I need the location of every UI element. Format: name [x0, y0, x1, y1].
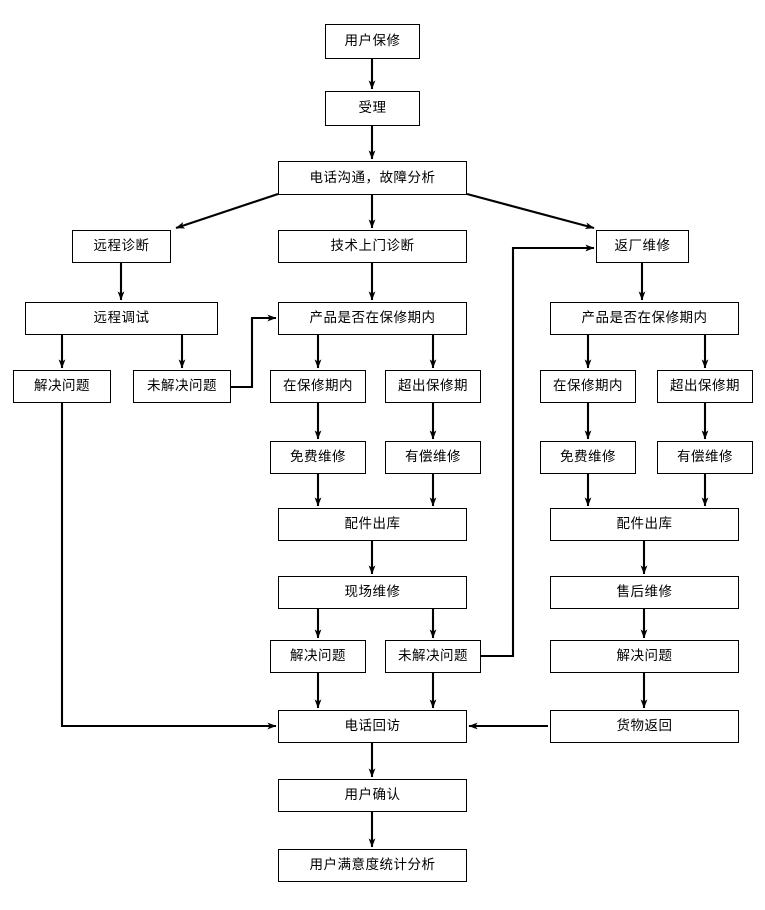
node-phone-followup[interactable]: 电话回访: [278, 710, 467, 743]
node-aftersales-repair[interactable]: 售后维修: [550, 576, 739, 609]
node-paid-repair-middle[interactable]: 有偿维修: [385, 441, 481, 474]
node-warranty-check-middle[interactable]: 产品是否在保修期内: [278, 302, 467, 335]
node-out-of-warranty-middle[interactable]: 超出保修期: [385, 370, 481, 403]
edge-n3-n6: [466, 192, 595, 230]
node-onsite-technical-diagnosis[interactable]: 技术上门诊断: [278, 230, 467, 263]
node-factory-return-repair[interactable]: 返厂维修: [596, 230, 689, 263]
node-phone-communication-fault-analysis[interactable]: 电话沟通，故障分析: [278, 161, 467, 195]
node-in-warranty-middle[interactable]: 在保修期内: [270, 370, 366, 403]
edge-n3-n4: [175, 193, 279, 229]
node-free-repair-middle[interactable]: 免费维修: [270, 441, 366, 474]
node-free-repair-right[interactable]: 免费维修: [540, 441, 636, 474]
node-satisfaction-statistics-analysis[interactable]: 用户满意度统计分析: [278, 849, 467, 882]
node-resolved-onsite[interactable]: 解决问题: [270, 640, 366, 673]
node-out-of-warranty-right[interactable]: 超出保修期: [657, 370, 753, 403]
node-user-confirmation[interactable]: 用户确认: [278, 779, 467, 812]
node-unresolved-onsite[interactable]: 未解决问题: [385, 640, 481, 673]
node-in-warranty-right[interactable]: 在保修期内: [540, 370, 636, 403]
node-remote-debugging[interactable]: 远程调试: [25, 302, 218, 335]
node-unresolved-remote[interactable]: 未解决问题: [133, 370, 231, 403]
node-user-warranty-request[interactable]: 用户保修: [325, 24, 420, 59]
node-warranty-check-right[interactable]: 产品是否在保修期内: [550, 302, 739, 335]
node-accept-request[interactable]: 受理: [325, 91, 420, 126]
node-remote-diagnosis[interactable]: 远程诊断: [72, 230, 171, 263]
node-paid-repair-right[interactable]: 有偿维修: [657, 441, 753, 474]
edge-n10-n27: [60, 403, 277, 730]
node-resolved-remote[interactable]: 解决问题: [13, 370, 111, 403]
node-parts-outbound-right[interactable]: 配件出库: [550, 508, 739, 541]
node-parts-outbound-middle[interactable]: 配件出库: [278, 508, 467, 541]
node-goods-return[interactable]: 货物返回: [550, 710, 739, 743]
node-resolved-factory[interactable]: 解决问题: [550, 640, 739, 673]
node-onsite-repair[interactable]: 现场维修: [278, 576, 467, 609]
